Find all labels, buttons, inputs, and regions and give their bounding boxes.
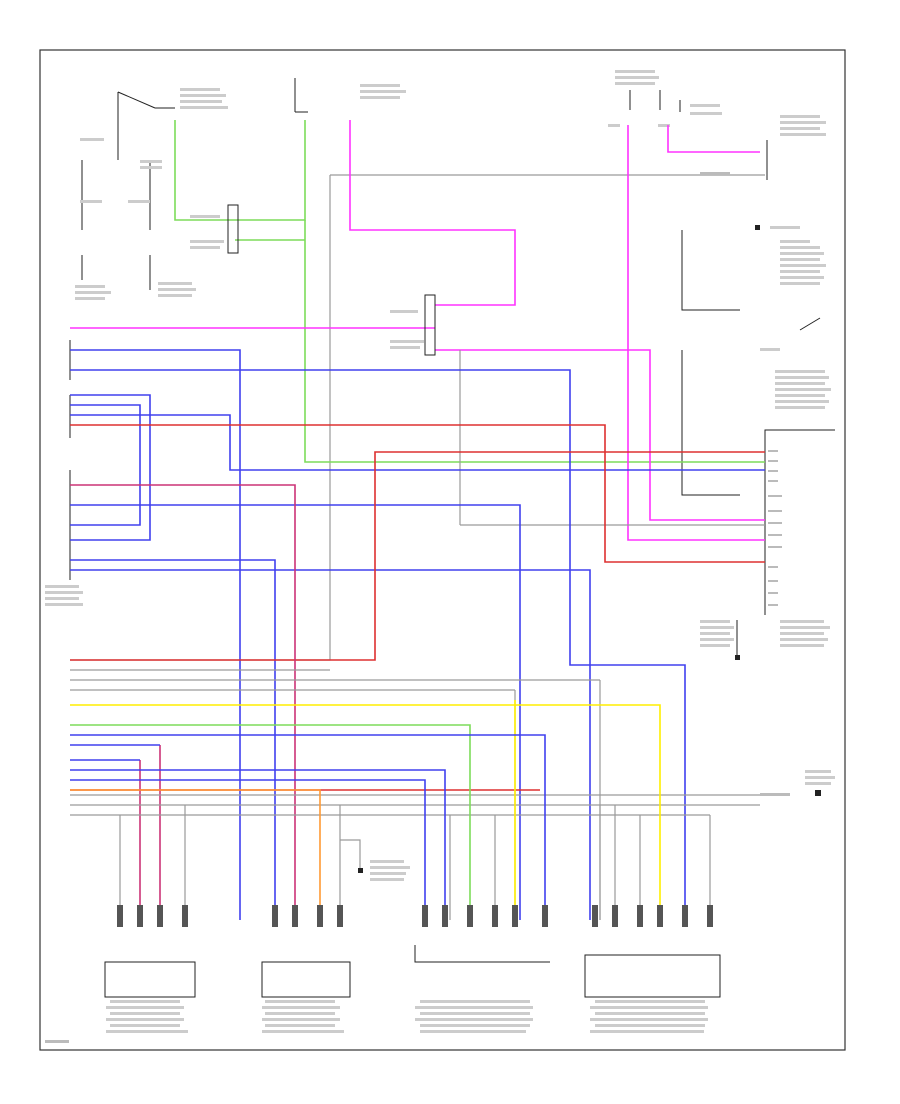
top-right-relay: [608, 70, 826, 180]
left-connector-1: [45, 340, 83, 606]
wire-red-1: [70, 424, 765, 563]
connector-pins: [117, 905, 713, 927]
wire-green-1: [174, 120, 235, 221]
wire-blue-1: [70, 349, 241, 920]
right-ecu-connector: [700, 429, 835, 660]
left-rear-door-lock: [104, 961, 196, 1033]
footer-code-mark: [45, 1040, 69, 1043]
right-rear-door-lock: [261, 961, 351, 1033]
right-box-middle: [681, 317, 831, 496]
left-front-door-lock: [414, 945, 550, 1033]
top-connector-2: [294, 78, 308, 113]
right-front-door-lock: [584, 954, 721, 1033]
right-box-upper: [681, 225, 826, 311]
top-left-labels: [75, 88, 228, 300]
wire-pink-1: [349, 120, 516, 306]
top-left-switch: [81, 91, 175, 290]
diagram-frame: [39, 49, 846, 1051]
top-connector-3-labels: [360, 84, 406, 99]
wire-green-2: [235, 120, 306, 221]
wire-yellow-1: [70, 704, 661, 920]
